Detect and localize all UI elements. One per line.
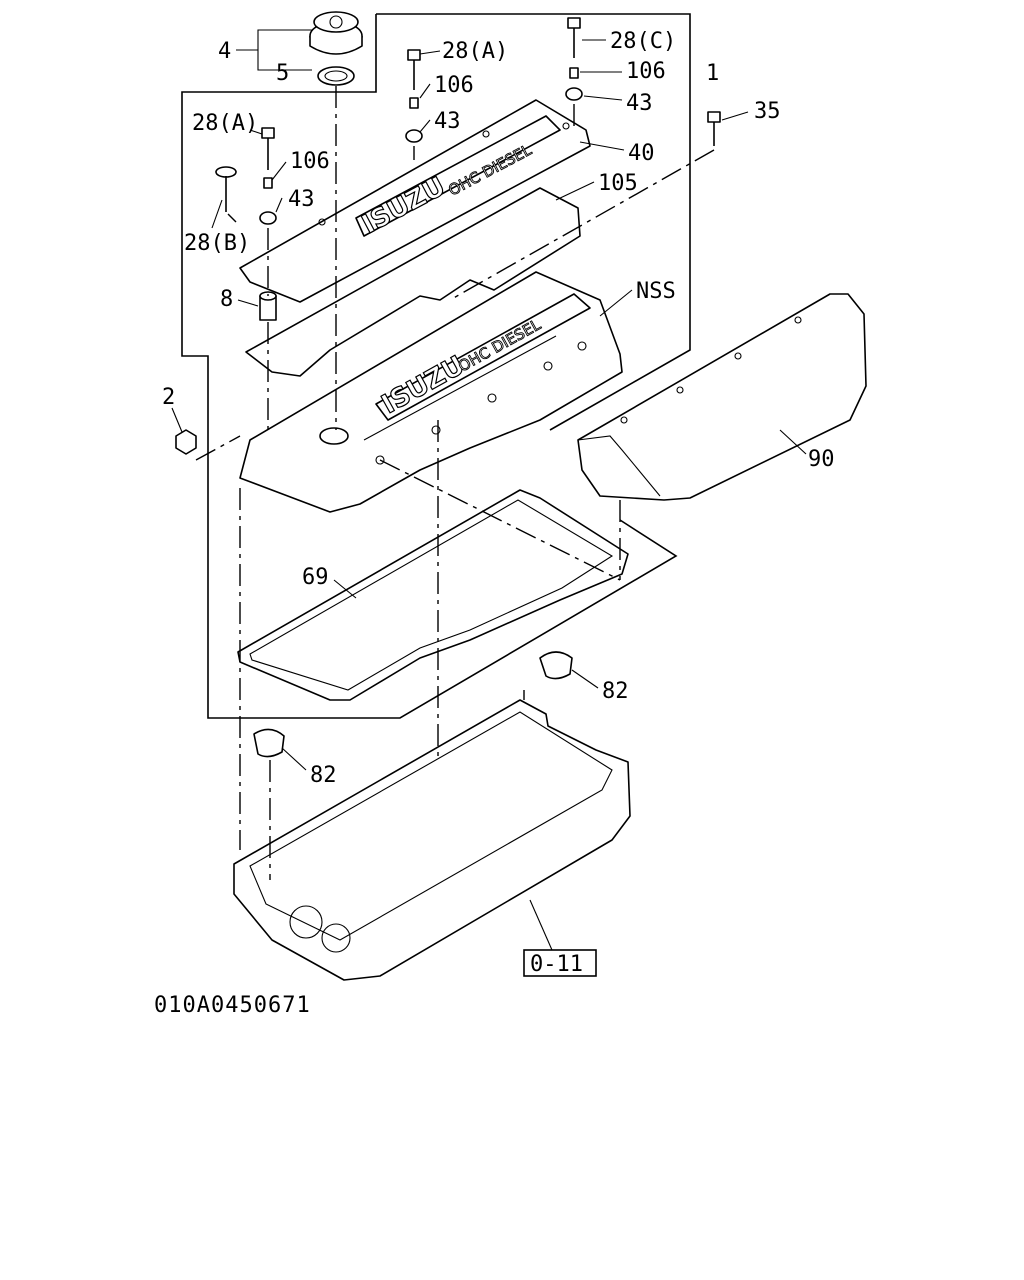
cylinder-head	[233, 699, 631, 981]
cap-82-right	[539, 651, 573, 680]
bolt-28a-left	[261, 127, 275, 170]
sleeve-8	[259, 291, 277, 321]
ref-box	[523, 949, 597, 977]
label-5: 5	[276, 61, 289, 86]
side-cover-90	[577, 293, 867, 501]
label-28c: 28(C)	[610, 29, 676, 54]
label-69: 69	[302, 565, 329, 590]
label-43-right: 43	[626, 91, 653, 116]
label-35: 35	[754, 99, 781, 124]
label-106-top: 106	[434, 73, 474, 98]
oil-filler-cap	[309, 11, 363, 55]
label-28a-left: 28(A)	[192, 111, 258, 136]
label-90: 90	[808, 447, 835, 472]
nut-2	[175, 429, 197, 455]
cylinder-head-cover: ISUZU OHC DIESEL	[239, 271, 623, 513]
label-1: 1	[706, 61, 719, 86]
bolt-28b	[215, 166, 237, 212]
label-2: 2	[162, 385, 175, 410]
label-106-right: 106	[626, 59, 666, 84]
cap-82-left	[253, 728, 285, 758]
drawing-number: 010A0450671	[154, 993, 311, 1018]
bolt-28a-top	[407, 49, 421, 90]
label-43-top: 43	[434, 109, 461, 134]
label-8: 8	[220, 287, 233, 312]
grommets	[259, 67, 583, 225]
insulator-105	[245, 187, 581, 377]
assembly-bracket	[376, 13, 691, 431]
label-28a-top: 28(A)	[442, 39, 508, 64]
label-40: 40	[628, 141, 655, 166]
label-43-left: 43	[288, 187, 315, 212]
label-nss: NSS	[636, 279, 676, 304]
cap-seal-ring	[317, 66, 355, 86]
alignment-lines	[195, 86, 715, 880]
label-106-left: 106	[290, 149, 330, 174]
label-105: 105	[598, 171, 638, 196]
head-cover-gasket-69	[237, 489, 629, 701]
label-82-right: 82	[602, 679, 629, 704]
leaders	[171, 39, 807, 951]
label-4: 4	[218, 39, 231, 64]
label-82-left: 82	[310, 763, 337, 788]
bolt-35	[707, 111, 721, 146]
ref-label: 0-11	[530, 952, 583, 977]
label-28b: 28(B)	[184, 231, 250, 256]
assembly-bracket-left	[181, 14, 678, 719]
bolt-28c	[567, 17, 581, 58]
